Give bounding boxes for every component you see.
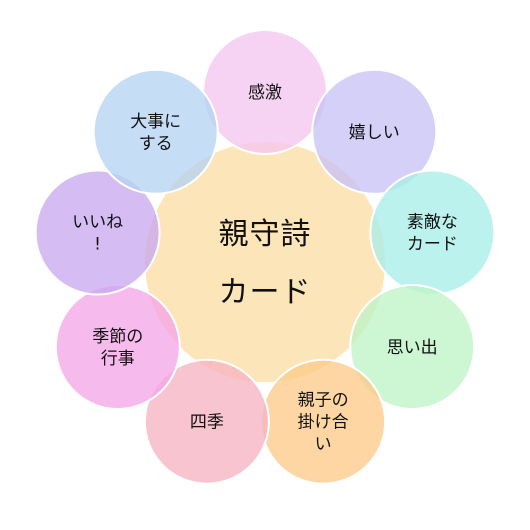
node-circle bbox=[54, 284, 181, 410]
node-circle bbox=[349, 284, 476, 410]
node-kangeki: 感激 bbox=[202, 29, 328, 155]
center-title-line-1: 親守詩 bbox=[219, 217, 312, 252]
node-circle bbox=[143, 358, 270, 485]
node-label: い bbox=[315, 435, 332, 455]
node-label: 大事に bbox=[130, 112, 181, 132]
node-circle bbox=[369, 169, 496, 296]
center-title-line-2: カード bbox=[219, 275, 312, 310]
center-node: 親守詩 カード bbox=[145, 142, 385, 382]
node-label: 感激 bbox=[248, 83, 282, 103]
node-label: 季節の bbox=[92, 327, 143, 347]
node-label: 行事 bbox=[101, 349, 135, 369]
node-label: 掛け合 bbox=[298, 413, 349, 433]
node-label: 四季 bbox=[190, 413, 224, 433]
node-circle bbox=[34, 169, 161, 296]
node-label: ! bbox=[94, 235, 101, 255]
node-label: する bbox=[139, 134, 173, 154]
node-circle bbox=[92, 68, 219, 195]
node-label: カード bbox=[407, 235, 458, 255]
node-ureshii: 嬉しい bbox=[311, 68, 438, 195]
node-circle bbox=[311, 68, 438, 195]
node-shiki: 四季 bbox=[143, 358, 270, 485]
node-label: 親子の bbox=[298, 391, 349, 411]
node-label: いいね bbox=[72, 213, 123, 233]
node-label: 思い出 bbox=[387, 338, 438, 358]
node-omoide: 思い出 bbox=[349, 284, 476, 410]
node-label: 嬉しい bbox=[349, 123, 400, 143]
node-iine: いいね! bbox=[34, 169, 161, 296]
node-label: 素敵な bbox=[407, 213, 458, 233]
center-circle bbox=[145, 142, 385, 382]
